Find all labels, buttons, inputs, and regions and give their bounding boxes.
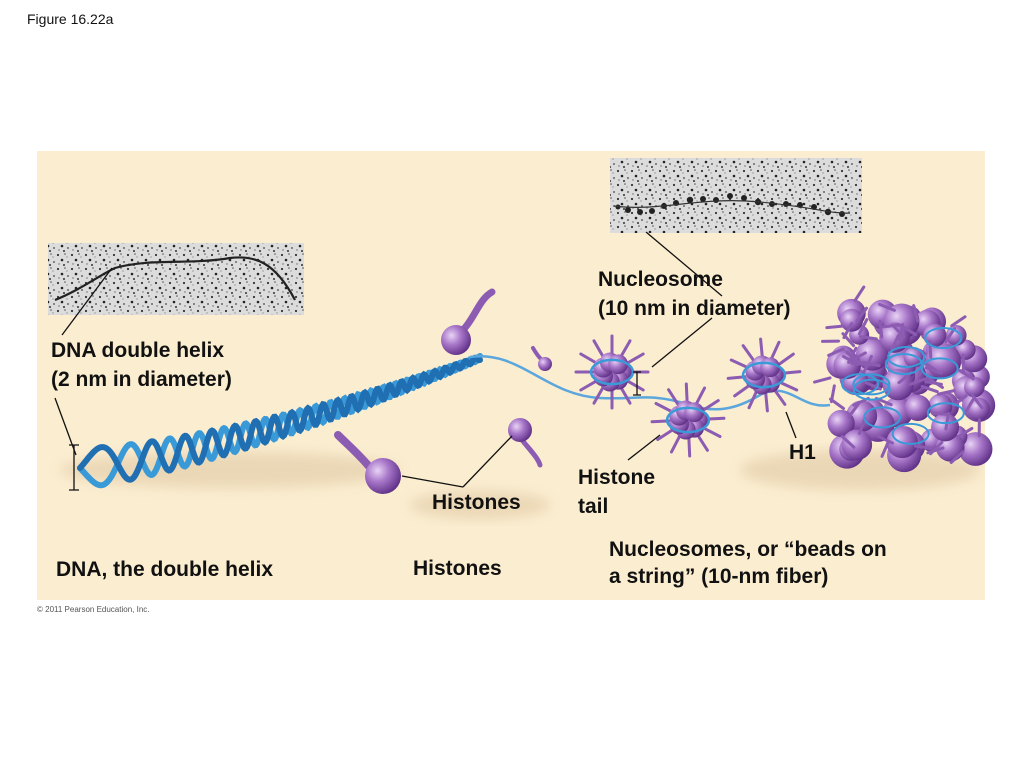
nucleosome-beads — [574, 334, 802, 458]
chromatin-cluster — [813, 285, 996, 473]
histone-1 — [441, 288, 496, 355]
nucleosome-3 — [726, 337, 802, 413]
caption-nucleosomes: Nucleosomes, or “beads on a string” (10-… — [609, 538, 887, 588]
dna-micrograph — [48, 243, 304, 315]
histone-4 — [334, 431, 401, 494]
histone-2 — [531, 346, 552, 371]
dna-helix — [77, 353, 483, 489]
label-histones-pointer: Histones — [432, 491, 521, 514]
histone-3 — [508, 418, 543, 468]
label-histone-tail: Histone tail — [578, 466, 656, 518]
caption-dna: DNA, the double helix — [56, 558, 274, 581]
label-dna-double-helix: DNA double helix (2 nm in diameter) — [51, 339, 232, 391]
nucleosome-1 — [574, 334, 650, 410]
label-nucleosome: Nucleosome (10 nm in diameter) — [598, 268, 791, 320]
nucleosome-2 — [650, 382, 726, 458]
leader-lines — [54, 231, 797, 491]
label-h1: H1 — [789, 441, 816, 464]
nucleosome-micrograph — [610, 158, 862, 233]
copyright: © 2011 Pearson Education, Inc. — [37, 605, 150, 614]
figure-label: Figure 16.22a — [27, 11, 114, 27]
linker-dna — [469, 355, 831, 411]
free-histones — [334, 288, 552, 494]
caption-histones: Histones — [413, 557, 502, 580]
